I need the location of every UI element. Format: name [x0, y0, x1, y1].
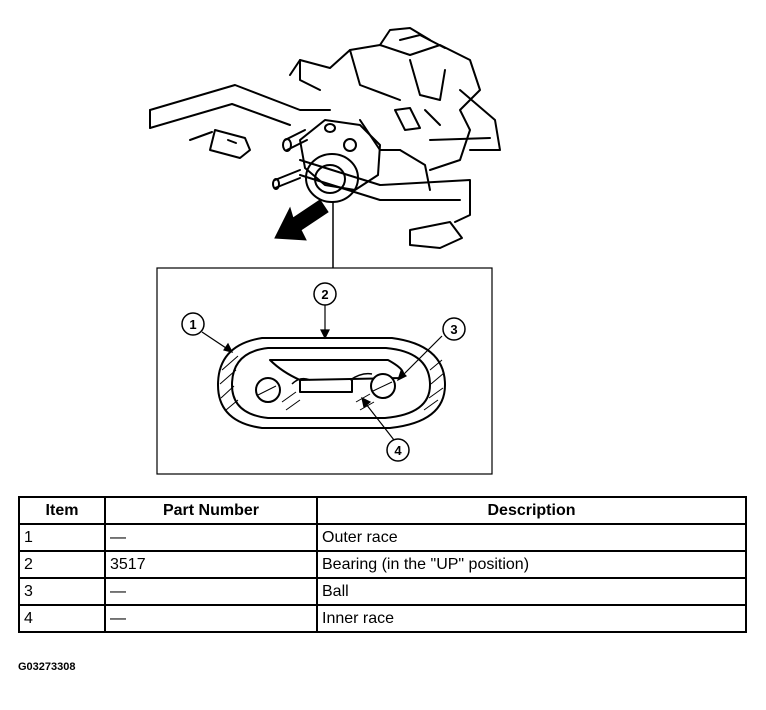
- callout-2: 2: [313, 282, 337, 306]
- outer-race-hatching: [219, 355, 445, 411]
- callout-leaders: [201, 304, 443, 441]
- table-row: 3 — Ball: [18, 577, 747, 606]
- figure-id: G03273308: [18, 661, 76, 673]
- steering-column-drawing: [149, 27, 501, 249]
- table-row: 4 — Inner race: [18, 604, 747, 633]
- bearing-cross-section: [217, 337, 446, 429]
- view-arrow: [274, 199, 329, 241]
- callout-4-label: 4: [394, 443, 402, 458]
- callout-2-label: 2: [321, 287, 328, 302]
- cell-description: Bearing (in the "UP" position): [316, 550, 747, 579]
- header-description: Description: [316, 496, 747, 525]
- cell-item: 3: [18, 577, 106, 606]
- detail-box: [156, 267, 493, 475]
- cell-description: Inner race: [316, 604, 747, 633]
- callout-1-label: 1: [189, 317, 196, 332]
- cell-item: 4: [18, 604, 106, 633]
- callout-4: 4: [386, 438, 410, 462]
- cell-description: Ball: [316, 577, 747, 606]
- bearing-illustration: 1 2 3 4: [149, 27, 501, 475]
- cell-part-number: 3517: [104, 550, 318, 579]
- table-header-row: Item Part Number Description: [18, 496, 747, 525]
- cell-item: 2: [18, 550, 106, 579]
- header-part-number: Part Number: [104, 496, 318, 525]
- callout-1: 1: [181, 312, 205, 336]
- cell-description: Outer race: [316, 523, 747, 552]
- callout-3: 3: [442, 317, 466, 341]
- cell-part-number: —: [104, 523, 318, 552]
- header-item: Item: [18, 496, 106, 525]
- callout-3-label: 3: [450, 322, 457, 337]
- parts-table: Item Part Number Description 1 — Outer r…: [18, 496, 747, 633]
- cell-part-number: —: [104, 604, 318, 633]
- table-row: 2 3517 Bearing (in the "UP" position): [18, 550, 747, 579]
- cell-part-number: —: [104, 577, 318, 606]
- table-row: 1 — Outer race: [18, 523, 747, 552]
- cell-item: 1: [18, 523, 106, 552]
